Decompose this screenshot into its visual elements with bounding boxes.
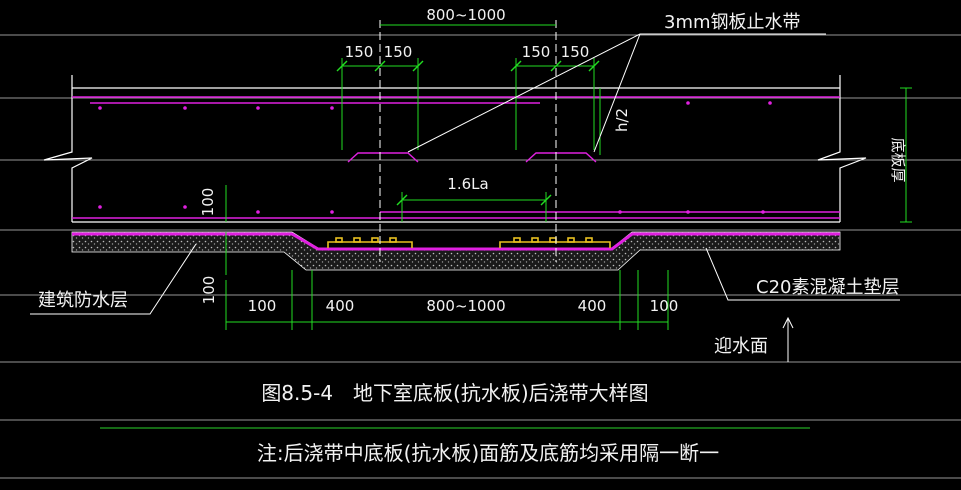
- bottom-dimension-lines: [225, 270, 669, 330]
- figure-note: 注:后浇带中底板(抗水板)面筋及底筋均采用隔一断一: [257, 441, 719, 465]
- waterproof-layer-line: [72, 232, 840, 251]
- dim-top-left-a: 150: [345, 43, 374, 61]
- dim-bottom-left-100: 100: [248, 297, 277, 315]
- dim-bottom-left-400: 400: [326, 297, 355, 315]
- dim-top-right-b: 150: [561, 43, 590, 61]
- strip-boundaries: [379, 20, 557, 262]
- rebar-dots: [98, 101, 772, 214]
- steel-plate-label: 3mm钢板止水带: [664, 12, 801, 33]
- dim-slab-gap: 100: [199, 188, 217, 217]
- dim-overlap: 1.6La: [447, 175, 488, 193]
- figure-caption: 图8.5-4 地下室底板(抗水板)后浇带大样图: [261, 381, 648, 405]
- dim-bottom-middle: 800~1000: [426, 297, 505, 315]
- dim-top-right-a: 150: [522, 43, 551, 61]
- bottom-keys: [327, 237, 611, 248]
- dim-top-left-b: 150: [384, 43, 413, 61]
- top-dimension-lines: [225, 24, 912, 275]
- dim-top-overall: 800~1000: [426, 6, 505, 24]
- leader-lines: [30, 33, 900, 362]
- tick-marks: [336, 60, 600, 206]
- slab-outline: [43, 75, 867, 223]
- c20-cushion-layer: [71, 231, 841, 271]
- dim-slab-thickness: 底板厚: [889, 137, 907, 182]
- dim-half-thickness: h/2: [613, 108, 631, 132]
- dim-bottom-right-400: 400: [578, 297, 607, 315]
- water-face-label: 迎水面: [714, 336, 768, 357]
- reference-lines: [0, 34, 961, 479]
- cushion-label: C20素混凝土垫层: [756, 277, 899, 298]
- waterproof-label: 建筑防水层: [38, 290, 128, 311]
- rebar-lines: [72, 96, 840, 219]
- dim-bottom-right-100: 100: [650, 297, 679, 315]
- dim-bottom-vertical-100: 100: [200, 276, 218, 305]
